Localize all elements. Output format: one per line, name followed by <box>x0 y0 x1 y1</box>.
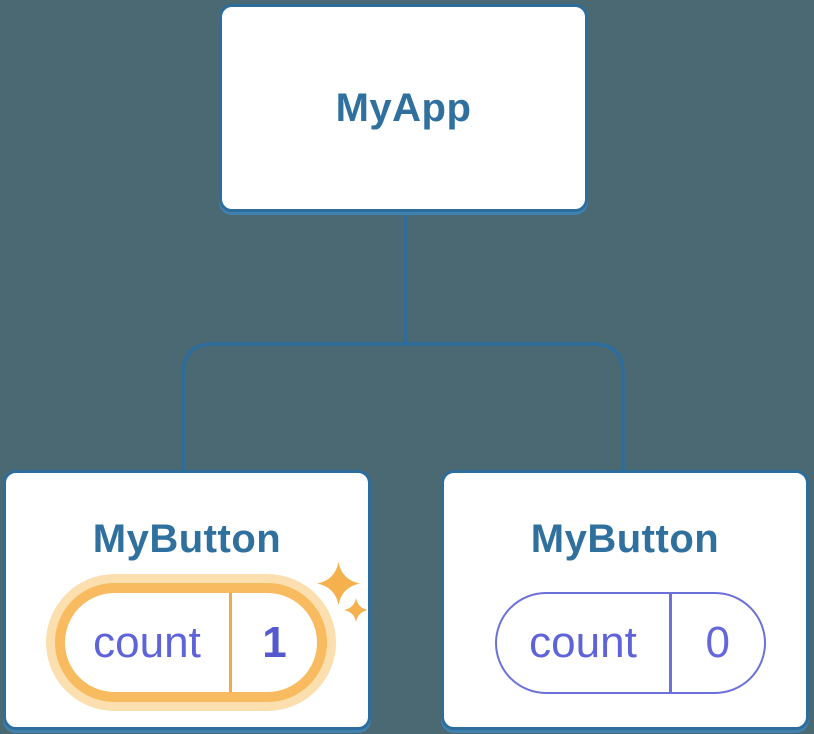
component-node-mybutton-active: MyButton count 1 <box>3 470 371 730</box>
state-key-label: count <box>529 618 637 667</box>
connector-branch-bracket <box>181 342 625 470</box>
component-node-mybutton: MyButton count 0 <box>441 470 809 730</box>
state-key-label: count <box>93 617 201 667</box>
state-badge-highlighted: count 1 <box>55 583 327 702</box>
component-label-mybutton: MyButton <box>530 517 720 561</box>
sparkle-icon <box>317 562 360 605</box>
component-label-myapp: MyApp <box>335 85 472 130</box>
state-badge-divider <box>669 594 672 692</box>
state-value: 0 <box>705 618 730 667</box>
state-badge-divider <box>229 593 232 692</box>
state-value: 1 <box>262 617 287 667</box>
component-label-mybutton-active: MyButton <box>92 517 282 561</box>
component-node-myapp: MyApp <box>219 4 588 212</box>
state-badge-highlight-glow: count 1 <box>46 574 336 711</box>
sparkle-icon <box>344 598 368 622</box>
state-badge: count 0 <box>495 592 766 694</box>
